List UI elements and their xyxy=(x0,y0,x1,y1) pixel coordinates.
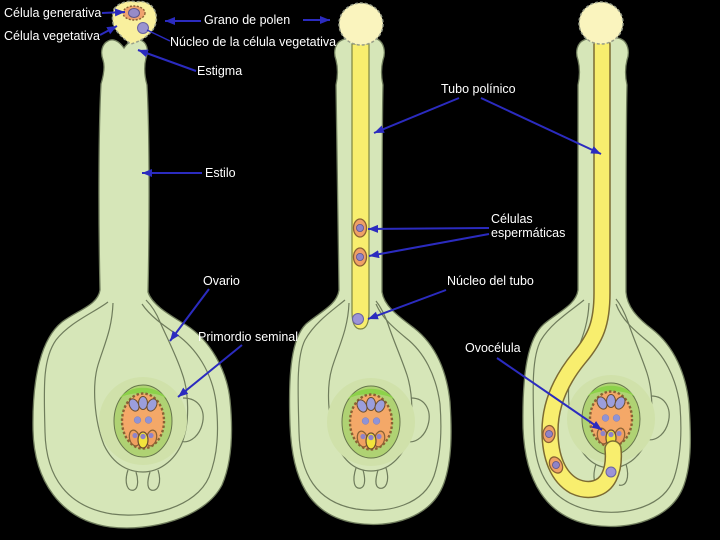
annotation-arrows xyxy=(99,8,603,431)
label-celula-vegetativa: Célula vegetativa xyxy=(4,29,100,43)
generative-cell-nucleus xyxy=(128,8,140,18)
locule-chamber xyxy=(94,299,189,473)
arrow-celula-generativa xyxy=(101,8,126,17)
pollen-grain xyxy=(578,1,624,45)
label-celulas-espermaticas: Células espermáticas xyxy=(491,212,566,241)
sperm-cell xyxy=(542,424,556,444)
ovary-inner-wall xyxy=(43,301,219,516)
label-celula-generativa: Célula generativa xyxy=(4,6,102,20)
label-ovocelula: Ovocélula xyxy=(465,341,521,355)
pistil-stage-1 xyxy=(32,0,233,529)
arrow-tubo-left xyxy=(373,97,460,134)
arrow-primordio xyxy=(177,344,243,398)
label-tubo-polinico: Tubo polínico xyxy=(441,82,516,96)
pistil-stage-2 xyxy=(288,2,452,526)
arrow-espermatica-2 xyxy=(368,233,490,259)
pistil-body xyxy=(288,37,452,526)
label-nucleo-celula-vegetativa: Núcleo de la célula vegetativa xyxy=(170,35,337,49)
sperm-cell xyxy=(352,247,368,267)
tube-nucleus xyxy=(352,313,364,325)
placenta-hook xyxy=(645,395,670,441)
arrow-ovario xyxy=(169,288,210,342)
arrow-nucleo-tubo xyxy=(367,289,447,320)
sperm-cell xyxy=(352,218,368,238)
funiculus-right xyxy=(375,467,389,489)
arrow-celula-vegetativa xyxy=(99,25,118,36)
funiculus-left xyxy=(353,467,366,489)
label-estilo: Estilo xyxy=(205,166,236,180)
arrow-estigma xyxy=(137,49,197,72)
placenta-hook xyxy=(405,397,430,443)
arrow-ovocelula xyxy=(496,357,603,431)
placenta-hook xyxy=(179,397,204,443)
line-nucleo-vegetativa xyxy=(146,29,171,42)
label-grano-de-polen: Grano de polen xyxy=(204,13,291,27)
pollen-tube-partial xyxy=(351,43,370,330)
label-primordio-seminal: Primordio seminal xyxy=(198,330,299,344)
label-estigma: Estigma xyxy=(197,64,243,78)
funiculus-left xyxy=(125,469,139,491)
ovule-seminal-primordium xyxy=(97,375,189,467)
arrow-espermatica-1 xyxy=(367,224,490,233)
pollen-grain-detailed xyxy=(111,0,158,45)
funiculus-right xyxy=(147,469,161,491)
ovule-seminal-primordium xyxy=(325,376,417,468)
locule-chamber xyxy=(327,300,413,472)
tube-nucleus xyxy=(605,466,617,478)
vegetative-cell-nucleus xyxy=(137,22,149,34)
ovary-inner-wall xyxy=(532,299,682,513)
pollen-grain xyxy=(338,2,384,46)
sperm-cell xyxy=(548,456,564,474)
label-nucleo-del-tubo: Núcleo del tubo xyxy=(447,274,534,288)
funiculus-right xyxy=(618,463,629,486)
pistil-stage-3 xyxy=(522,1,692,528)
arrow-tubo-right xyxy=(480,97,602,155)
label-ovario: Ovario xyxy=(203,274,240,288)
ovary-inner-wall xyxy=(297,299,442,511)
